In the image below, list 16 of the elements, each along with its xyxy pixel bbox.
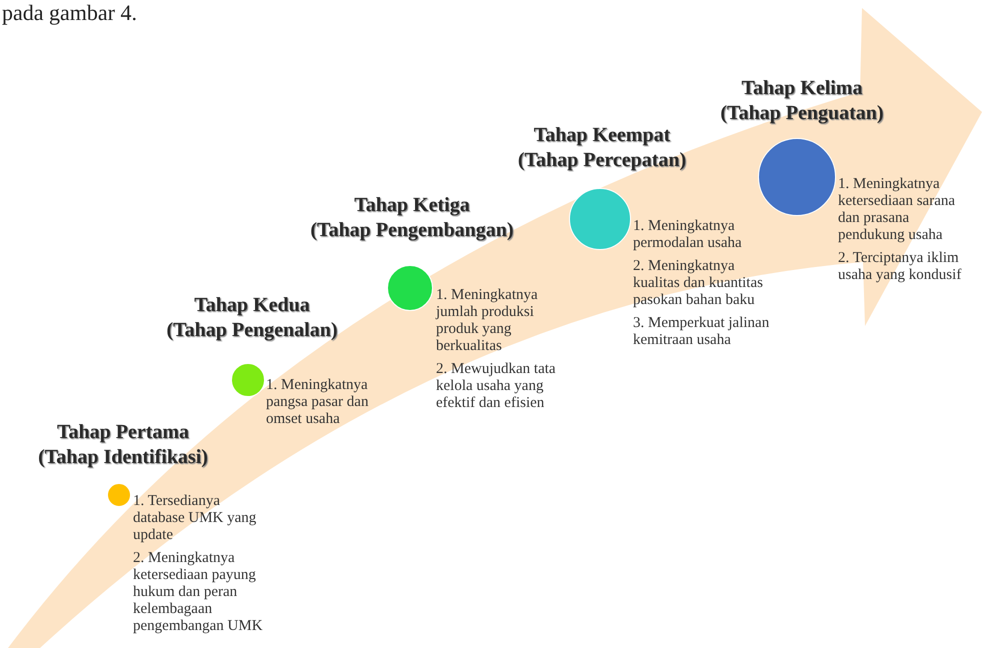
page-text: pada gambar 4.	[2, 0, 137, 26]
goal-text: 2. Terciptanya iklim usaha yang kondusif	[838, 250, 962, 284]
goal-text: 1. Meningkatnya jumlah produksi produk yang berkualitas	[436, 287, 539, 355]
stage-heading: Tahap Ketiga (Tahap Pengembangan)	[310, 193, 514, 243]
goal-text: 2. Meningkatnya ketersediaan payung hukum dan peran kelembagaan pengembangan UMK	[133, 550, 264, 634]
goal-text: 3. Memperkuat jalinan kemitraan usaha	[633, 314, 770, 349]
stage-heading: Tahap Pertama (Tahap Identifikasi)	[38, 420, 208, 470]
goal-text: 2. Meningkatnya kualitas dan kuantitas pasokan bahan baku	[633, 258, 764, 309]
stage-heading: Tahap Kelima (Tahap Penguatan)	[720, 76, 884, 126]
goal-text: 1. Meningkatnya pangsa pasar dan omset usaha	[266, 377, 370, 428]
goal-text: 2. Mewujudkan tata kelola usaha yang efektif dan efisien	[436, 360, 557, 412]
stage-heading: Tahap Kedua (Tahap Pengenalan)	[166, 293, 338, 343]
goal-text: 1. Tersedianya database UMK yang update	[133, 493, 258, 544]
goal-text: 1. Meningkatnya permodalan usaha	[633, 218, 743, 252]
goal-text: 1. Meningkatnya ketersediaan sarana dan prasana pendukung usaha	[838, 176, 956, 244]
stage-heading: Tahap Keempat (Tahap Percepatan)	[518, 123, 686, 173]
